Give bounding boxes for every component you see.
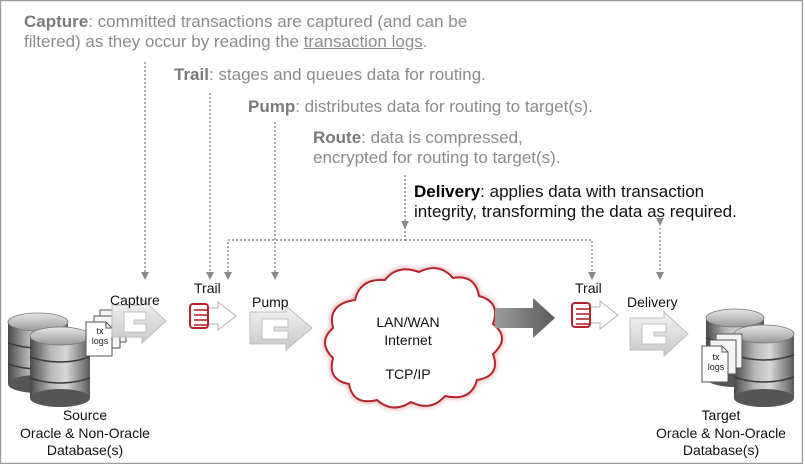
target-trail-label: Trail [575,280,602,296]
delivery-callout-line1: : applies data with transaction [480,182,705,201]
cloud-line-lan-wan: LAN/WAN [376,314,440,330]
target-database-label: Target Oracle & Non-Oracle Database(s) [640,407,802,460]
route-callout-line2: encrypted for routing to target(s). [313,148,561,168]
route-callout-term: Route [313,128,362,147]
capture-callout: Capture: committed transactions are capt… [24,12,467,52]
trail-callout-term: Trail [174,65,209,84]
capture-process-icon [111,297,167,345]
network-arrow-icon [495,298,555,338]
route-callout-line1: : data is compressed, [361,128,523,147]
trail-callout: Trail: stages and queues data for routin… [174,65,486,85]
pump-process-icon [249,304,313,352]
delivery-callout-term: Delivery [414,182,481,201]
source-doc-line2: logs [91,336,109,347]
network-cloud-icon [322,265,505,410]
source-doc-line1: tx [96,326,104,336]
target-tx-logs-label: tx logs [705,352,727,373]
cloud-line-tcpip: TCP/IP [385,366,431,382]
target-trail-icon [571,299,619,331]
capture-callout-term: Capture [24,12,89,31]
connector-lines [144,62,661,272]
source-tx-logs-label: tx logs [89,326,111,347]
source-trail-label: Trail [194,280,221,296]
source-line3: Database(s) [46,442,124,458]
capture-label: Capture [110,292,160,308]
trail-callout-text: : stages and queues data for routing. [208,65,486,84]
target-line2: Oracle & Non-Oracle [656,424,786,441]
source-trail-icon [189,300,237,332]
delivery-label: Delivery [627,294,678,310]
source-database-icon [7,312,91,407]
route-callout: Route: data is compressed, encrypted for… [313,128,561,168]
cloud-line-internet: Internet [384,332,432,348]
transaction-logs-link[interactable]: transaction logs [303,32,423,52]
target-line3: Database(s) [682,442,760,458]
connector-arrowheads [141,218,664,280]
pump-label: Pump [252,294,289,310]
target-line1: Target [701,407,741,423]
delivery-callout: Delivery: applies data with transaction … [414,182,737,222]
delivery-process-icon [629,310,689,358]
route-connector-target [405,239,593,272]
source-database-label: Source Oracle & Non-Oracle Database(s) [0,407,170,460]
source-line1: Source [62,407,108,423]
capture-callout-line2-prefix: filtered) as they occur by reading the [24,32,304,52]
delivery-callout-line2: integrity, transforming the data as requ… [414,202,737,222]
target-tx-logs-icon [701,333,743,383]
pump-callout-term: Pump [248,97,296,116]
route-connector [227,175,406,272]
target-doc-line2: logs [707,362,725,373]
source-line2: Oracle & Non-Oracle [20,424,150,441]
capture-callout-line1: : committed transactions are captured (a… [88,12,468,31]
capture-callout-line2-suffix: . [422,32,428,52]
target-doc-line1: tx [712,352,720,362]
pump-callout-text: : distributes data for routing to target… [295,97,593,116]
pump-callout: Pump: distributes data for routing to ta… [248,97,593,117]
